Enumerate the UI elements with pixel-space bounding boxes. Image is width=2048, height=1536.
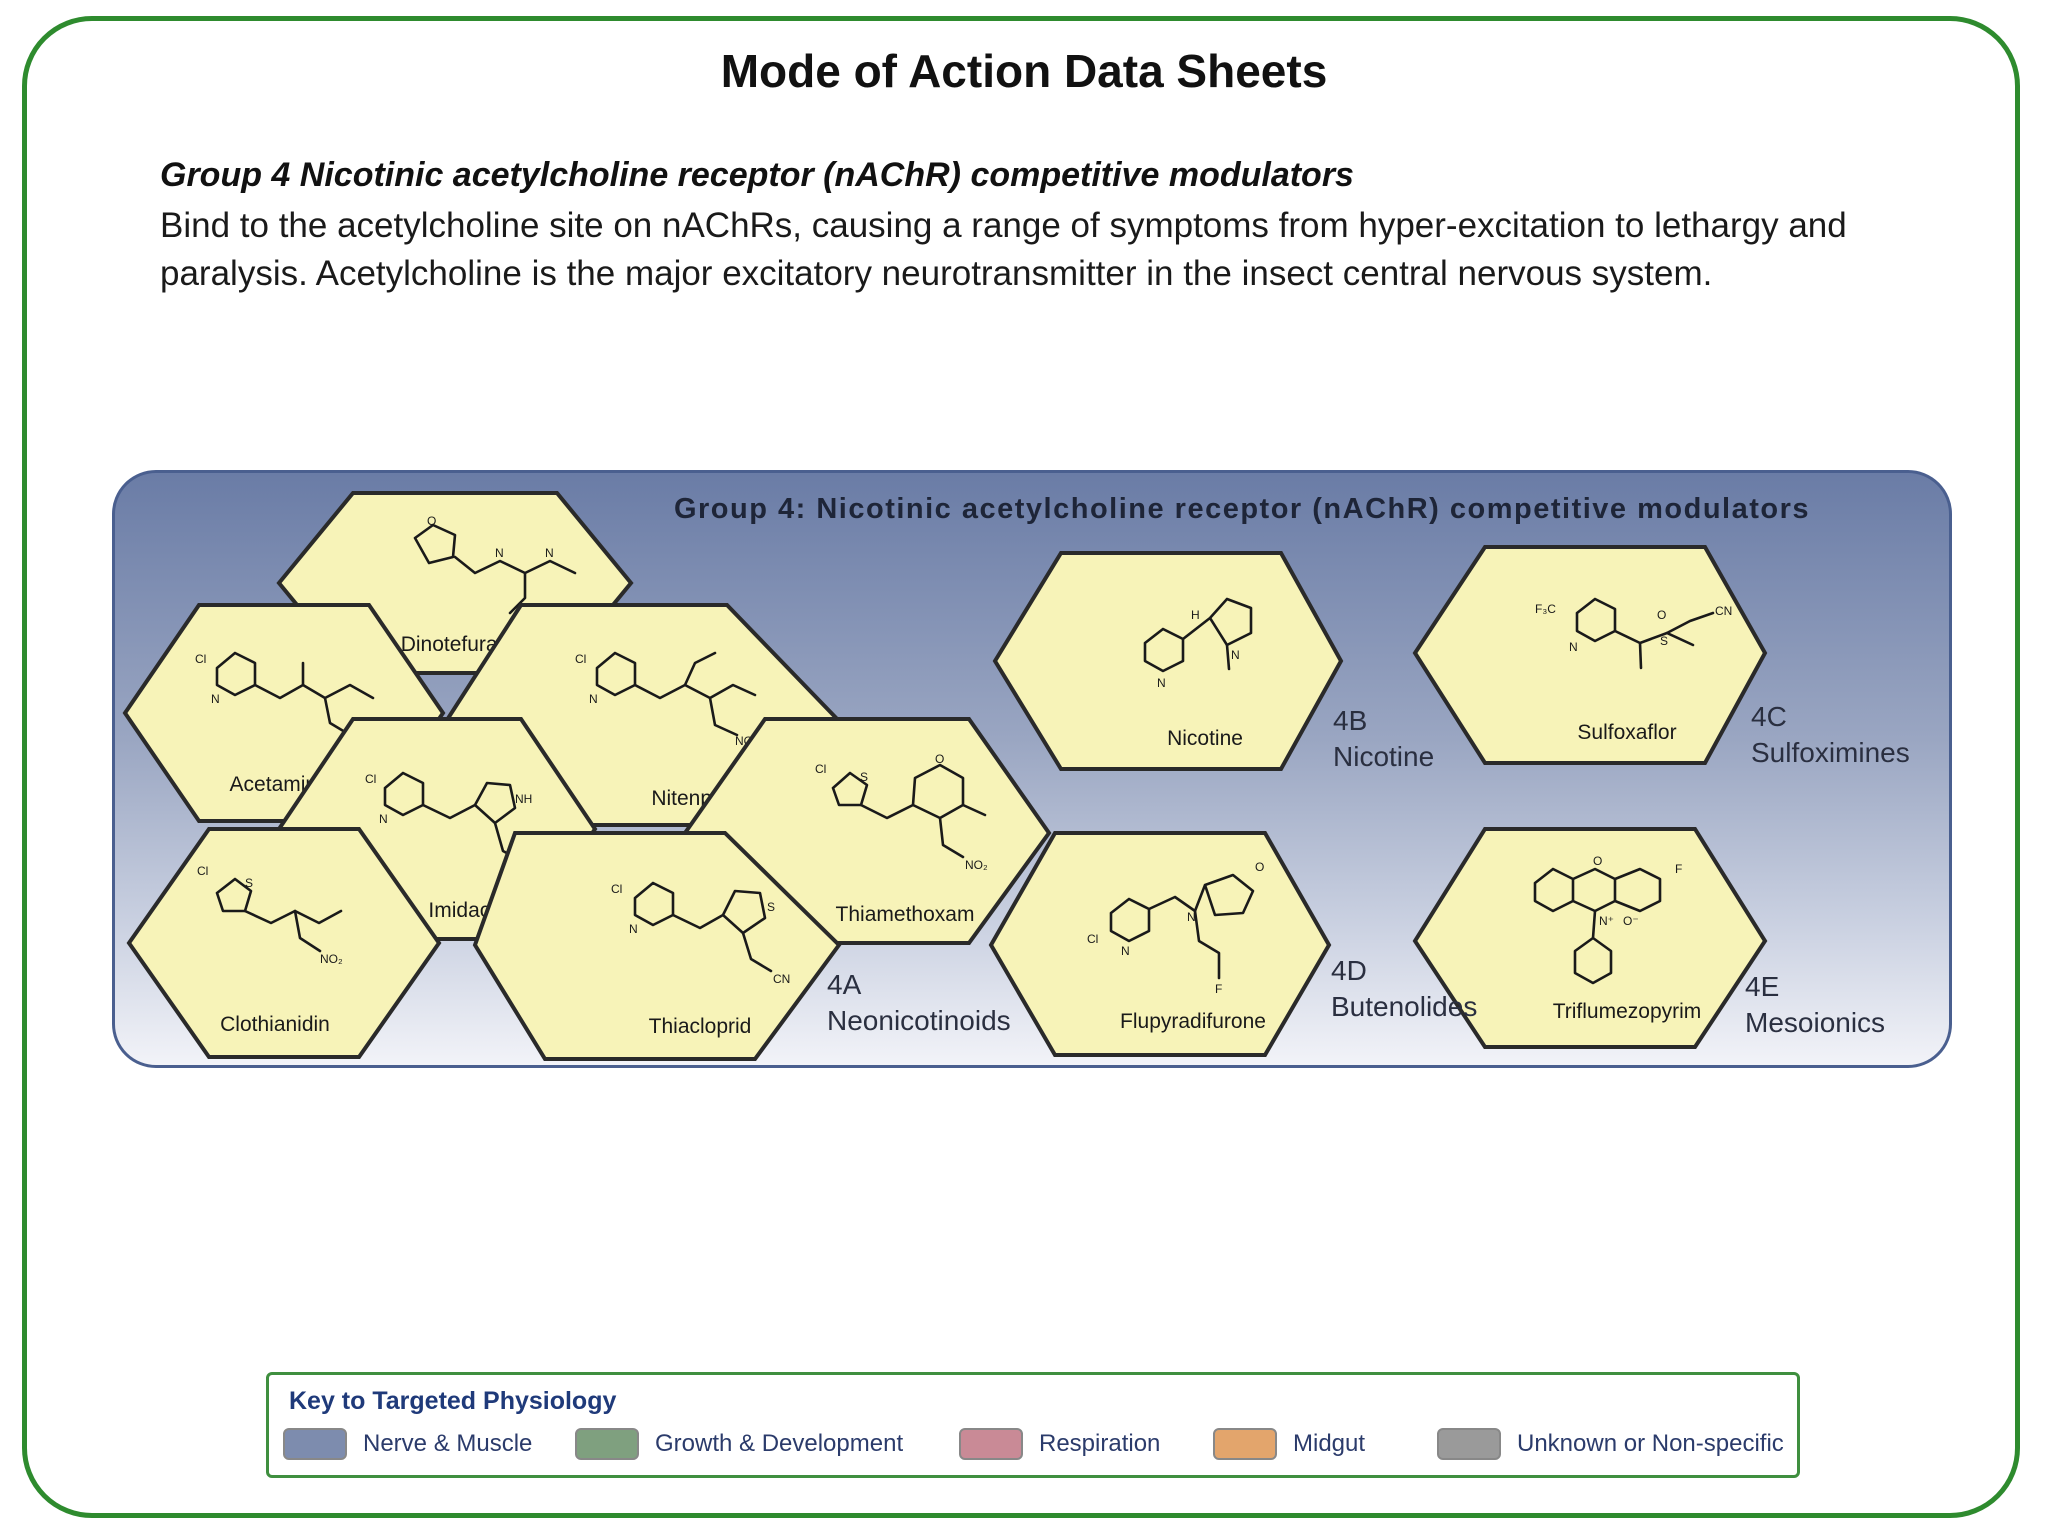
atom-f: F	[1675, 862, 1682, 876]
atom-o: O	[1255, 860, 1264, 874]
physiology-legend: Key to Targeted Physiology Nerve & Muscl…	[266, 1372, 1800, 1478]
hex-thiacloprid: Cl N S CN Thiacloprid	[472, 831, 842, 1061]
diagram-title: Group 4: Nicotinic acetylcholine recepto…	[673, 493, 1811, 525]
atom-n-plus: N⁺	[1599, 914, 1614, 928]
legend-item-unknown: Unknown or Non-specific	[1437, 1427, 1784, 1461]
atom-n: N	[379, 812, 388, 826]
subgroup-code: 4A	[827, 969, 862, 1000]
atom-no2: NO₂	[320, 952, 343, 966]
atom-h: H	[1191, 608, 1200, 622]
atom-n: N	[1121, 944, 1130, 958]
atom-o-minus: O⁻	[1623, 914, 1639, 928]
compound-label-thiacloprid: Thiacloprid	[649, 1015, 752, 1038]
atom-s: S	[767, 900, 775, 914]
atom-cl: Cl	[611, 882, 622, 896]
atom-n: N	[211, 692, 220, 706]
subgroup-code: 4C	[1751, 701, 1787, 732]
atom-cl: Cl	[1087, 932, 1098, 946]
compound-label-triflumezopyrim: Triflumezopyrim	[1553, 1000, 1702, 1023]
atom-nh: NH	[515, 792, 532, 806]
legend-item-growth-development: Growth & Development	[575, 1427, 903, 1461]
atom-n: N	[589, 692, 598, 706]
group-description: Bind to the acetylcholine site on nAChRs…	[160, 206, 1847, 293]
atom-cl: Cl	[365, 772, 376, 786]
subgroup-name: Nicotine	[1333, 741, 1435, 772]
legend-item-respiration: Respiration	[959, 1427, 1160, 1461]
hex-nicotine: H N N Nicotine	[992, 551, 1344, 771]
legend-swatch	[959, 1428, 1023, 1460]
atom-n: N	[1231, 648, 1240, 662]
legend-swatch	[1213, 1428, 1277, 1460]
legend-item-midgut: Midgut	[1213, 1427, 1365, 1461]
subgroup-4e: 4E Mesoionics	[1745, 969, 1885, 1041]
compound-label-sulfoxaflor: Sulfoxaflor	[1577, 721, 1676, 744]
atom-s: S	[1660, 634, 1668, 648]
hex-clothianidin: Cl S NO₂ Clothianidin	[126, 827, 442, 1059]
page-title: Mode of Action Data Sheets	[720, 45, 1328, 97]
subgroup-name: Mesoionics	[1745, 1007, 1886, 1038]
atom-cl: Cl	[197, 864, 208, 878]
legend-swatch	[1437, 1428, 1501, 1460]
legend-label: Midgut	[1293, 1430, 1366, 1457]
compound-label-nicotine: Nicotine	[1167, 727, 1243, 750]
atom-cl: Cl	[195, 652, 206, 666]
atom-o: O	[427, 514, 436, 528]
legend-title: Key to Targeted Physiology	[289, 1387, 617, 1415]
atom-cn: CN	[1715, 604, 1732, 618]
atom-f3c: F₃C	[1535, 602, 1556, 616]
legend-label: Growth & Development	[655, 1430, 904, 1457]
atom-n: N	[495, 546, 504, 560]
atom-n: N	[1569, 640, 1578, 654]
subgroup-name: Butenolides	[1331, 991, 1478, 1022]
subgroup-4c: 4C Sulfoximines	[1751, 699, 1910, 771]
subgroup-name: Sulfoximines	[1751, 737, 1910, 768]
hex-flupyradifurone: Cl N N O F Flupyradifurone	[988, 831, 1332, 1057]
atom-n: N	[629, 922, 638, 936]
legend-swatch	[575, 1428, 639, 1460]
atom-o: O	[1593, 854, 1602, 868]
subgroup-code: 4D	[1331, 955, 1367, 986]
atom-n: N	[1157, 676, 1166, 690]
group-heading: Group 4 Nicotinic acetylcholine receptor…	[160, 156, 1354, 194]
subgroup-4b: 4B Nicotine	[1333, 703, 1434, 775]
hexagon-diagram: O N N NO₂ Dinotefuran Cl N CN Acetamipri…	[122, 491, 1768, 1061]
legend-label: Unknown or Non-specific	[1517, 1430, 1784, 1457]
hex-triflumezopyrim: O N⁺ O⁻ F Triflumezopyrim	[1412, 827, 1768, 1049]
legend-label: Nerve & Muscle	[363, 1430, 533, 1457]
atom-cn: CN	[773, 972, 790, 986]
subgroup-code: 4B	[1333, 705, 1368, 736]
compound-label-flupyradifurone: Flupyradifurone	[1120, 1010, 1266, 1033]
moa-diagram-panel: O N N NO₂ Dinotefuran Cl N CN Acetamipri…	[112, 470, 1952, 1068]
atom-o: O	[1657, 608, 1666, 622]
compound-label-clothianidin: Clothianidin	[220, 1013, 330, 1036]
legend-item-nerve-muscle: Nerve & Muscle	[283, 1427, 532, 1461]
atom-f: F	[1215, 982, 1222, 996]
subgroup-4d: 4D Butenolides	[1331, 953, 1477, 1025]
legend-label: Respiration	[1039, 1430, 1161, 1457]
compound-label-thiamethoxam: Thiamethoxam	[836, 903, 975, 926]
subgroup-4a: 4A Neonicotinoids	[827, 967, 1011, 1039]
atom-o: O	[935, 752, 944, 766]
atom-n: N	[545, 546, 554, 560]
subgroup-name: Neonicotinoids	[827, 1005, 1011, 1036]
compound-label-dinotefuran: Dinotefuran	[401, 633, 510, 656]
atom-n: N	[1187, 910, 1196, 924]
subgroup-code: 4E	[1745, 971, 1780, 1002]
atom-s: S	[860, 770, 868, 784]
atom-cl: Cl	[815, 762, 826, 776]
legend-swatch	[283, 1428, 347, 1460]
atom-cl: Cl	[575, 652, 586, 666]
atom-no2: NO₂	[965, 858, 988, 872]
atom-s: S	[245, 876, 253, 890]
hex-sulfoxaflor: F₃C N S O CN Sulfoxaflor	[1412, 545, 1768, 765]
